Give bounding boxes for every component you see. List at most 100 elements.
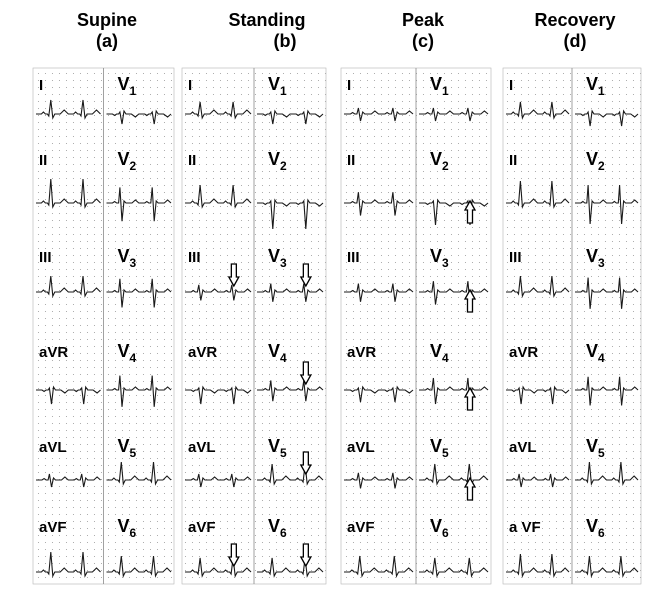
arrow-up-icon <box>463 199 477 224</box>
ecg-trace <box>106 375 172 407</box>
lead-limb-0: I <box>344 77 414 122</box>
lead-limb-4: aVL <box>185 439 252 488</box>
lead-limb-5: aVF <box>344 519 414 578</box>
lead-limb-3: aVR <box>344 344 414 403</box>
lead-limb-1: II <box>506 152 570 210</box>
lead-limb-3: aVR <box>185 344 252 405</box>
lead-limb-5: aVF <box>185 519 252 578</box>
lead-limb-1: II <box>36 152 101 210</box>
lead-label: aVR <box>509 344 538 361</box>
panel-a-header: Supine (a) <box>62 10 152 52</box>
panel-d-title: Recovery <box>534 10 616 30</box>
ecg-trace <box>506 473 570 488</box>
panel-a-letter: (a) <box>96 31 118 51</box>
ecg-trace <box>106 555 172 578</box>
ecg-trace <box>106 187 172 222</box>
lead-limb-5: aVF <box>36 519 101 579</box>
ecg-trace <box>344 192 414 216</box>
ecg-trace <box>257 380 324 402</box>
lead-label: II <box>347 152 355 169</box>
ecg-trace <box>506 180 570 210</box>
ecg-trace <box>257 463 324 486</box>
panel-c-title: Peak <box>401 10 445 30</box>
ecg-trace <box>419 557 489 578</box>
arrow-down-icon <box>299 263 312 288</box>
lead-label-subscript: 5 <box>130 446 137 460</box>
arrow-up-icon <box>463 386 477 411</box>
ecg-trace <box>185 184 252 209</box>
lead-limb-0: I <box>506 77 570 120</box>
arrow-down-icon <box>299 451 312 476</box>
lead-label-subscript: 6 <box>280 526 287 540</box>
lead-limb-4: aVL <box>36 439 101 488</box>
panel-d-letter: (d) <box>563 31 587 51</box>
lead-label: aVF <box>347 519 375 536</box>
panel-c-letter: (c) <box>412 31 434 51</box>
ecg-trace <box>36 178 101 210</box>
lead-limb-3: aVR <box>36 344 101 405</box>
ecg-trace <box>257 198 324 230</box>
ecg-trace <box>419 107 489 122</box>
lead-label: III <box>509 249 522 266</box>
arrow-up-icon <box>463 476 477 501</box>
lead-limb-2: III <box>344 249 414 302</box>
ecg-trace <box>257 283 324 302</box>
ecg-trace <box>185 385 252 405</box>
lead-label-subscript: 6 <box>442 526 449 540</box>
ecg-trace <box>257 109 324 125</box>
lead-label-subscript: 4 <box>598 351 605 365</box>
lead-label: a VF <box>509 519 541 536</box>
lead-label-subscript: 1 <box>280 84 287 98</box>
lead-limb-3: aVR <box>506 344 570 405</box>
lead-label: I <box>347 77 351 94</box>
lead-label: II <box>39 152 47 169</box>
lead-label-subscript: 3 <box>130 256 137 270</box>
ecg-trace <box>419 281 489 305</box>
lead-label: II <box>188 152 196 169</box>
ecg-trace <box>575 555 639 578</box>
lead-limb-1: II <box>185 152 252 209</box>
lead-label-subscript: 2 <box>280 159 287 173</box>
lead-label-subscript: 6 <box>598 526 605 540</box>
ecg-trace <box>185 284 252 301</box>
lead-limb-2: III <box>36 249 101 298</box>
lead-label: III <box>347 249 360 266</box>
lead-label: aVL <box>347 439 375 456</box>
ecg-trace <box>106 109 172 125</box>
lead-limb-0: I <box>36 77 101 120</box>
arrow-down-icon <box>299 543 312 568</box>
lead-limb-5: a VF <box>506 519 570 578</box>
lead-label-subscript: 1 <box>598 84 605 98</box>
ecg-trace <box>185 101 252 120</box>
lead-label: aVF <box>39 519 67 536</box>
ecg-trace <box>506 553 570 578</box>
ecg-trace <box>36 551 101 579</box>
panel-b-header: Standing (b) <box>212 10 322 52</box>
lead-limb-4: aVL <box>344 439 414 489</box>
lead-label: III <box>188 249 201 266</box>
arrow-down-icon <box>299 361 312 386</box>
arrow-down-icon <box>227 263 240 288</box>
ecg-trace <box>575 109 639 127</box>
ecg-trace <box>344 385 414 403</box>
ecg-trace <box>36 385 101 405</box>
ecg-trace <box>419 198 489 226</box>
panel-b-letter: (b) <box>273 31 297 51</box>
arrow-down-icon <box>227 543 240 568</box>
ecg-trace <box>344 555 414 578</box>
lead-label-subscript: 3 <box>598 256 605 270</box>
lead-label-subscript: 3 <box>280 256 287 270</box>
lead-label-subscript: 1 <box>130 84 137 98</box>
ecg-trace <box>419 377 489 405</box>
lead-label-subscript: 2 <box>598 159 605 173</box>
ecg-trace <box>575 461 639 486</box>
panel-b-title: Standing <box>228 10 306 30</box>
ecg-trace <box>344 283 414 302</box>
lead-label-subscript: 2 <box>442 159 449 173</box>
ecg-trace <box>506 385 570 405</box>
ecg-trace <box>506 275 570 298</box>
